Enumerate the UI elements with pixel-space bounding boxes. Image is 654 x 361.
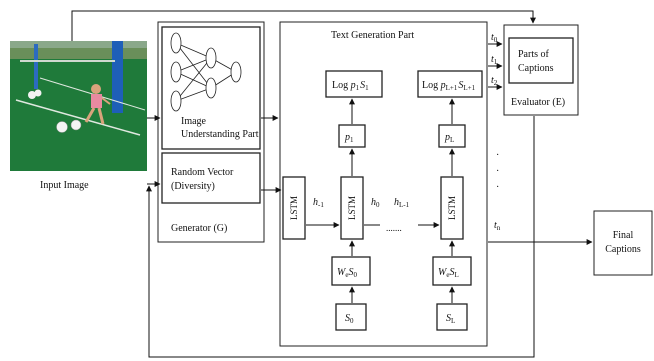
log-prob-box-L bbox=[417, 70, 483, 98]
image-part-label-line1: Image bbox=[181, 116, 207, 127]
sL-box bbox=[436, 303, 468, 331]
final-captions-line2: Captions bbox=[605, 244, 641, 255]
lstm-box-0 bbox=[340, 176, 364, 240]
text-generation-title: Text Generation Part bbox=[331, 30, 414, 41]
evaluator-label: Evaluator (E) bbox=[511, 97, 565, 108]
parts-of-captions-box bbox=[508, 37, 574, 84]
h0-label: h0 bbox=[371, 197, 380, 209]
tn-label: tn bbox=[494, 220, 501, 232]
log-prob-box-1 bbox=[325, 70, 383, 98]
embed-label-L: WeSL bbox=[438, 267, 459, 279]
t0-label: t0 bbox=[491, 32, 498, 44]
t1-label: t1 bbox=[491, 54, 498, 66]
image-understanding-box bbox=[161, 26, 261, 150]
input-image bbox=[10, 41, 147, 171]
vdots-2: · bbox=[496, 166, 499, 177]
lstm-label-L: LSTM bbox=[447, 196, 457, 220]
lstm-box-L bbox=[440, 176, 464, 240]
sL-label: SL bbox=[446, 313, 455, 325]
log-prob-L: Log pL+1SL+1 bbox=[422, 80, 476, 92]
image-part-label-line2: Understanding Part bbox=[181, 129, 259, 140]
lstm-label-initial: LSTM bbox=[289, 196, 299, 220]
generator-label: Generator (G) bbox=[171, 223, 227, 234]
p1-box bbox=[338, 124, 366, 148]
final-captions-box bbox=[593, 210, 653, 276]
sequence-dots: ....... bbox=[386, 223, 402, 233]
neural-network-icon bbox=[170, 32, 242, 112]
generator-box bbox=[157, 21, 265, 243]
random-vector-line1: Random Vector bbox=[171, 167, 234, 178]
embed-label-0: WeS0 bbox=[337, 267, 357, 279]
s0-label: S0 bbox=[345, 313, 354, 325]
input-image-caption: Input Image bbox=[40, 180, 89, 191]
pL-box bbox=[438, 124, 466, 148]
vdots-3: · bbox=[496, 182, 499, 193]
lstm-box-initial bbox=[282, 176, 306, 240]
parts-of-captions-line1: Parts of bbox=[518, 49, 550, 60]
module-arrows bbox=[71, 10, 593, 358]
lstm-label-0: LSTM bbox=[347, 196, 357, 220]
vdots-1: · bbox=[496, 150, 499, 161]
embed-box-L bbox=[432, 256, 472, 286]
parts-of-captions-line2: Captions bbox=[518, 63, 554, 74]
random-vector-box bbox=[161, 152, 261, 204]
pL-label: pL bbox=[444, 132, 454, 144]
embed-box-0 bbox=[331, 256, 371, 286]
h-minus1-label: h-1 bbox=[313, 197, 324, 209]
hL1-label: hL-1 bbox=[394, 197, 410, 209]
final-captions-line1: Final bbox=[613, 230, 634, 241]
text-gen-arrows bbox=[306, 98, 455, 303]
log-prob-1: Log p1S1 bbox=[332, 80, 369, 92]
random-vector-line2: (Diversity) bbox=[171, 181, 215, 192]
text-generation-box bbox=[279, 21, 488, 347]
t2-label: t2 bbox=[491, 75, 498, 87]
s0-box bbox=[335, 303, 367, 331]
p1-label: p1 bbox=[344, 132, 354, 144]
